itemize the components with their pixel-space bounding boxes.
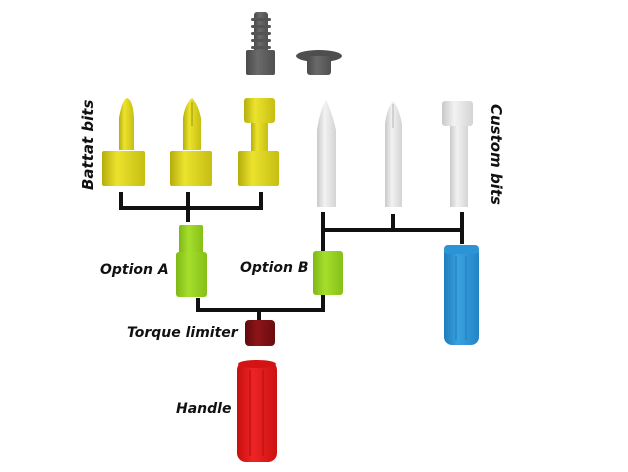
battat-connector — [119, 192, 263, 210]
option-a-part — [176, 225, 207, 297]
label-option-a: Option A — [100, 262, 169, 278]
custom-bit-hex — [442, 101, 473, 207]
custom-handle-part — [444, 245, 479, 345]
label-option-b: Option B — [240, 260, 309, 276]
battat-bit-phillips — [170, 98, 212, 186]
custom-connector — [321, 212, 464, 252]
connector-lines — [119, 192, 464, 322]
handle-part — [237, 360, 277, 462]
options-connector — [196, 292, 325, 312]
threaded-screw — [246, 12, 275, 75]
label-battat-bits: Battat bits — [79, 100, 97, 190]
flat-head-screw — [296, 50, 342, 75]
label-handle: Handle — [176, 401, 231, 417]
torque-limiter-part — [245, 320, 275, 346]
label-custom-bits: Custom bits — [487, 104, 505, 205]
battat-bit-hex — [238, 98, 279, 186]
battat-bit-flat — [102, 98, 145, 186]
custom-bit-phillips — [385, 101, 402, 207]
custom-bit-flat — [317, 100, 336, 207]
label-torque-limiter: Torque limiter — [127, 325, 239, 341]
option-b-part — [313, 251, 343, 295]
